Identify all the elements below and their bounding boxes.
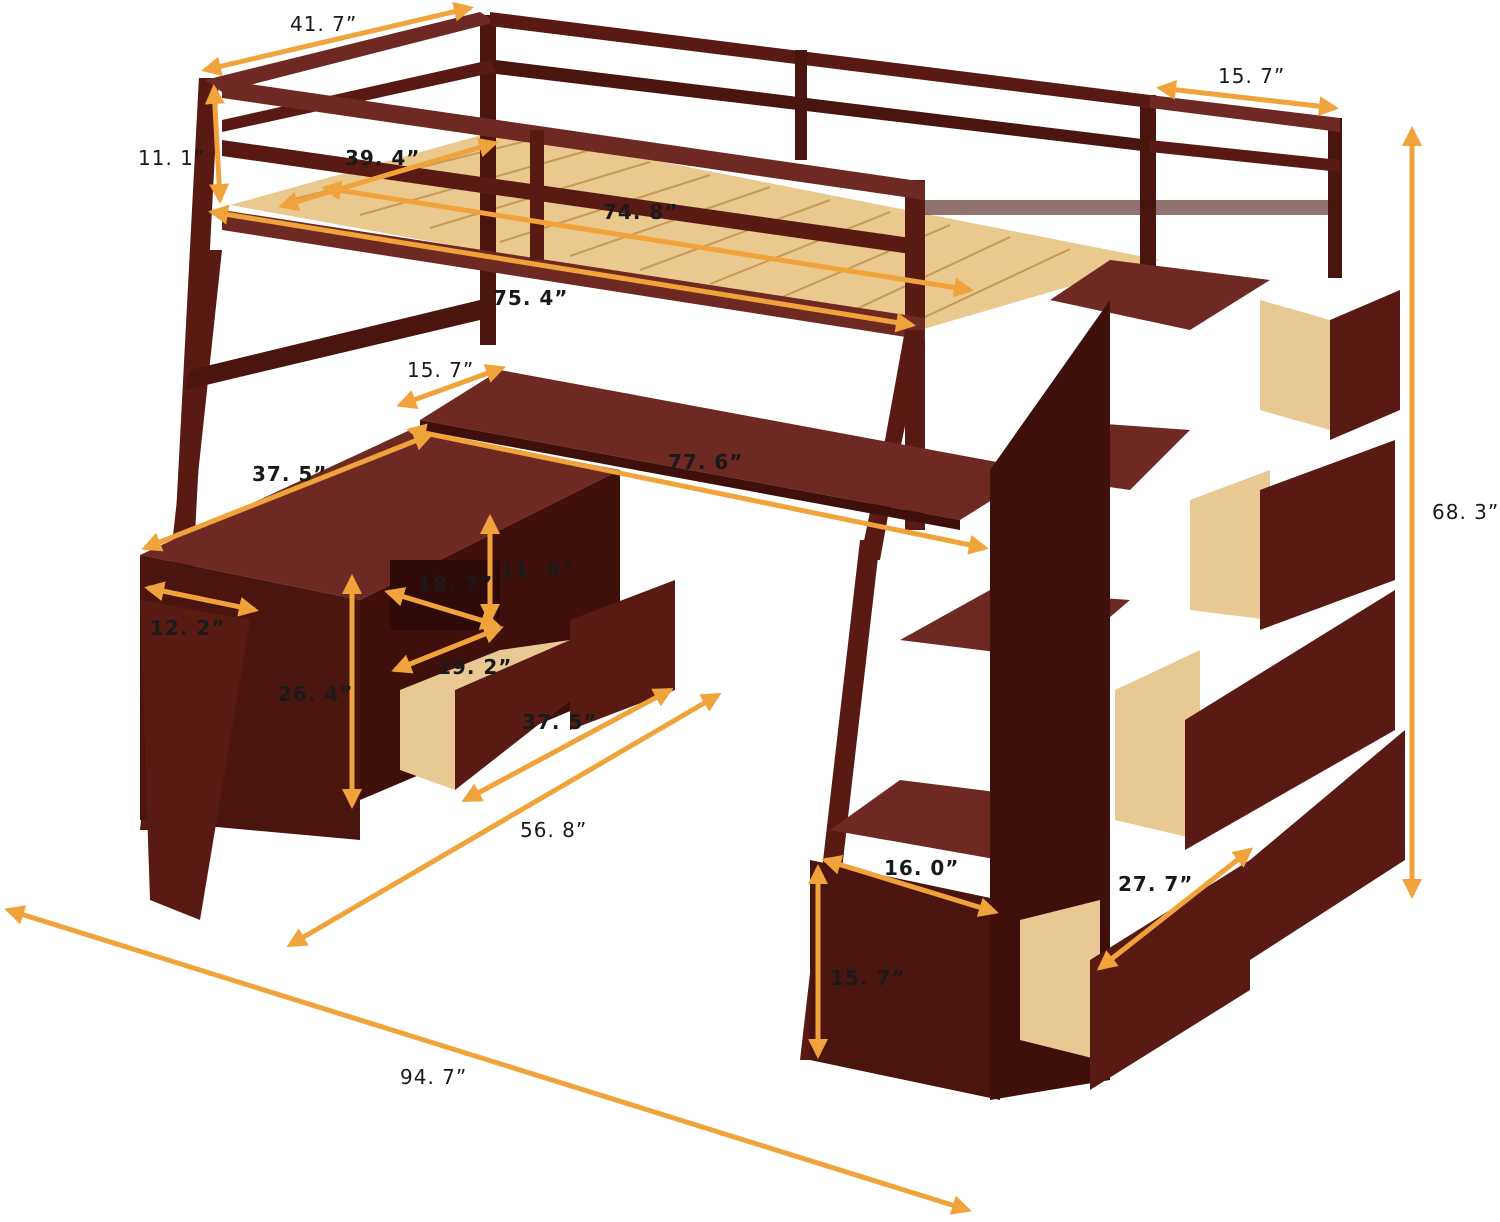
left-cabinet: [140, 430, 675, 920]
label-drawer-row-length: 37. 5”: [522, 710, 598, 734]
label-overall-length: 94. 7”: [400, 1065, 468, 1089]
label-desk-depth: 15. 7”: [407, 358, 475, 382]
label-stair-height: 15. 7”: [830, 966, 906, 990]
stair-drawer-1-inside: [1260, 300, 1330, 430]
rail-left-2: [222, 60, 496, 132]
arrow-guard-height: [204, 84, 230, 204]
arrow-cabinet-length: [141, 431, 434, 552]
arrow-stair-width: [821, 855, 999, 917]
arrow-shelf-width: [384, 587, 501, 630]
stair-drawer-3-front: [1185, 590, 1395, 850]
stair-drawer-4-front: [1250, 730, 1405, 960]
label-drawer-width: 19. 2”: [437, 655, 513, 679]
stair-drawer-3-inside: [1115, 650, 1200, 840]
arrow-desk-depth: [396, 364, 506, 409]
label-top-right-depth: 15. 7”: [1218, 64, 1286, 88]
label-cabinet-length: 37. 5”: [252, 462, 328, 486]
rail-right-top: [1150, 95, 1340, 132]
guard-post-middle: [530, 130, 544, 260]
rail-right-2: [1150, 140, 1340, 172]
cabinet-door-open: [140, 600, 250, 920]
label-shelf-width: 18. 7”: [418, 572, 494, 596]
label-stair-drawer-depth: 27. 7”: [1118, 872, 1194, 896]
stair-drawer-5-inside: [1020, 900, 1100, 1060]
label-frame-length: 75. 4”: [493, 286, 569, 310]
label-total-height: 68. 3”: [1432, 500, 1500, 524]
label-desk-length: 77. 6”: [668, 450, 744, 474]
arrow-under-width: [286, 692, 722, 948]
post-right-end: [1328, 118, 1342, 278]
arrow-frame-length: [208, 204, 916, 333]
stair-drawer-2-front: [1260, 440, 1395, 630]
label-guard-height: 11. 1”: [138, 146, 206, 170]
rail-back-long: [490, 12, 1150, 108]
arrow-desk-length: [406, 423, 989, 555]
label-cabinet-depth: 12. 2”: [150, 616, 226, 640]
label-slat-width: 39. 4”: [345, 146, 421, 170]
arrow-overall-length: [4, 905, 972, 1215]
label-top-width: 41. 7”: [290, 12, 358, 36]
arrow-top-right-depth: [1156, 79, 1339, 117]
label-slat-length: 74. 8”: [603, 200, 679, 224]
arrow-top-width: [201, 1, 474, 77]
dimension-arrows: [4, 1, 1422, 1215]
arrow-slat-width: [278, 137, 499, 212]
arrow-stair-drawer-depth: [1096, 847, 1254, 971]
stair-drawer-2-inside: [1190, 470, 1270, 620]
arrow-drawer-width: [391, 624, 504, 674]
arrow-cabinet-depth: [144, 581, 259, 617]
stair-drawer-1-front: [1330, 290, 1400, 440]
label-under-width: 56. 8”: [520, 818, 588, 842]
rail-right-3: [925, 200, 1340, 215]
rail-front-long: [222, 80, 925, 200]
rail-back-2: [496, 60, 1150, 152]
label-shelf-height: 11. 0”: [500, 558, 576, 582]
guard-post-back: [795, 50, 807, 160]
stair-column: [990, 300, 1110, 1100]
label-cabinet-height: 26. 4”: [278, 682, 354, 706]
stair-step-4: [1050, 260, 1270, 330]
label-stair-width: 16. 0”: [884, 856, 960, 880]
